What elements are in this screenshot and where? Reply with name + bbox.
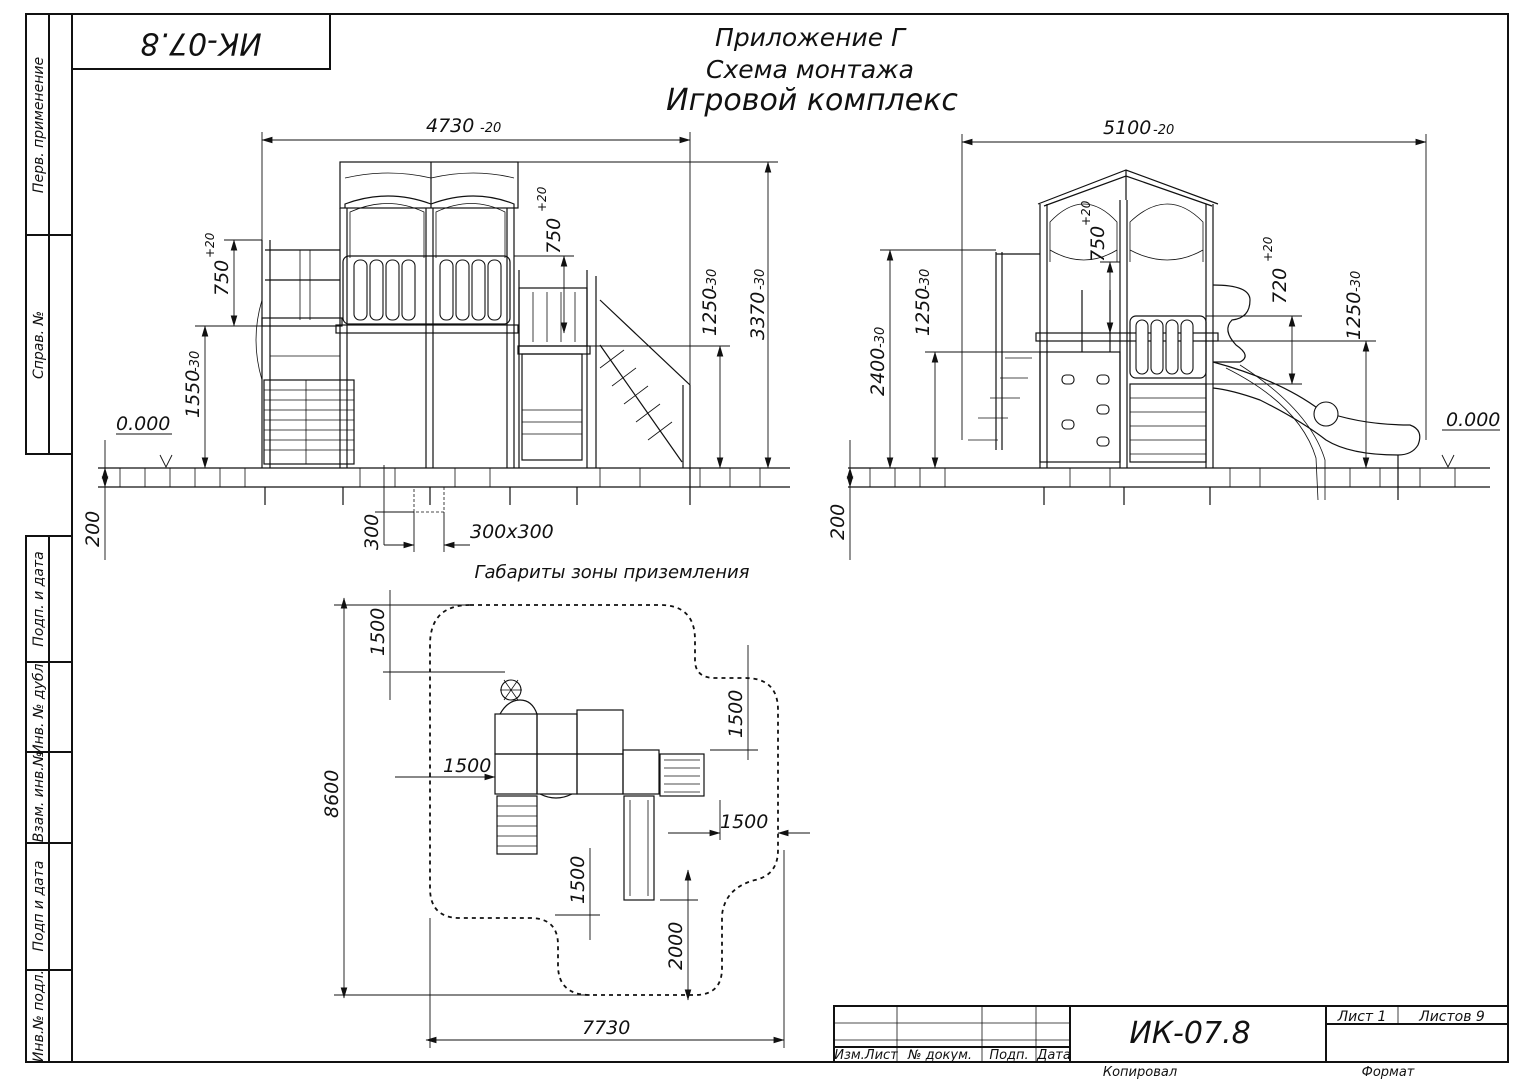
title-block-sheet: Лист 1	[1337, 1009, 1387, 1025]
title-block-sheets: Листов 9	[1418, 1009, 1485, 1025]
front-width-tol: -20	[480, 121, 501, 136]
heading-line-2: Схема монтажа	[706, 55, 914, 84]
heading: Приложение Г Схема монтажа Игровой компл…	[666, 23, 958, 118]
landing-zone-plan	[334, 590, 810, 1048]
zone-title: Габариты зоны приземления	[474, 562, 749, 583]
front-height-1250-tol: -30	[705, 269, 720, 290]
title-copied: Копировал	[1103, 1065, 1177, 1080]
zone-dim-8600: 8600	[321, 770, 343, 818]
zone-dim-1500-left: 1500	[443, 755, 491, 777]
title-col-data: Дата	[1036, 1048, 1071, 1063]
side-height-750: 750	[1087, 226, 1109, 262]
side-width-value: 5100	[1103, 117, 1151, 139]
side-view	[846, 134, 1500, 560]
front-level-0000: 0.000	[116, 413, 170, 435]
front-height-750-right-tol: +20	[535, 186, 549, 212]
front-width-value: 4730	[426, 115, 474, 137]
title-format: Формат	[1362, 1065, 1415, 1080]
front-height-750-left: 750	[211, 260, 233, 296]
stamp-code-inverted: ИК-07.8	[140, 26, 261, 61]
zone-dim-1500-right-top: 1500	[725, 690, 747, 738]
label-podp-data-2: Подп и дата	[31, 861, 47, 952]
label-vzam-inv: Взам. инв.№	[31, 752, 47, 843]
front-height-3370-tol: -30	[753, 269, 768, 290]
front-view	[98, 132, 790, 560]
side-height-2400-tol: -30	[873, 327, 888, 348]
inverted-stamp: ИК-07.8	[71, 13, 331, 70]
front-height-1250: 1250	[699, 288, 721, 336]
label-perv-primenenie: Перв. применение	[31, 57, 47, 193]
front-depth-200: 200	[82, 511, 104, 547]
label-podp-data-1: Подп. и дата	[31, 551, 47, 646]
zone-dim-7730: 7730	[582, 1017, 630, 1039]
title-block-code: ИК-07.8	[1129, 1016, 1250, 1051]
zone-dim-1500-center: 1500	[567, 856, 589, 904]
side-height-720: 720	[1269, 268, 1291, 304]
zone-dim-2000: 2000	[665, 922, 687, 970]
front-footing-size: 300x300	[470, 521, 554, 543]
label-sprav-no: Справ. №	[31, 311, 47, 379]
front-height-3370: 3370	[747, 292, 769, 340]
side-height-1250-left: 1250	[912, 288, 934, 336]
zone-dim-1500-right: 1500	[720, 811, 768, 833]
side-level-0000: 0.000	[1446, 409, 1500, 431]
side-height-1250-right-tol: -30	[1349, 271, 1364, 292]
side-height-750-tol: +20	[1079, 200, 1093, 226]
front-height-1550: 1550	[182, 370, 204, 418]
front-height-750-right: 750	[543, 218, 565, 254]
side-height-1250-right: 1250	[1343, 292, 1365, 340]
label-inv-podl: Инв.№ подл.	[31, 970, 47, 1062]
label-inv-dubl: Инв. № дубл.	[31, 659, 47, 755]
title-col-podp: Подп.	[989, 1048, 1028, 1063]
heading-line-3: Игровой комплекс	[666, 83, 958, 118]
title-col-izm-list: Изм.Лист	[834, 1048, 898, 1063]
side-depth-200: 200	[827, 504, 849, 540]
side-height-720-tol: +20	[1261, 236, 1275, 262]
front-depth-300: 300	[361, 514, 383, 550]
heading-line-1: Приложение Г	[715, 23, 907, 52]
side-height-2400: 2400	[867, 348, 889, 396]
title-block	[833, 1005, 1509, 1063]
drawing-frame	[25, 13, 1509, 1063]
side-height-1250-left-tol: -30	[918, 269, 933, 290]
zone-dim-1500-top: 1500	[367, 608, 389, 656]
front-height-1550-tol: -30	[188, 351, 203, 372]
front-height-750-left-tol: +20	[203, 232, 217, 258]
title-col-doc: № докум.	[907, 1048, 972, 1063]
side-width-tol: -20	[1153, 123, 1174, 138]
